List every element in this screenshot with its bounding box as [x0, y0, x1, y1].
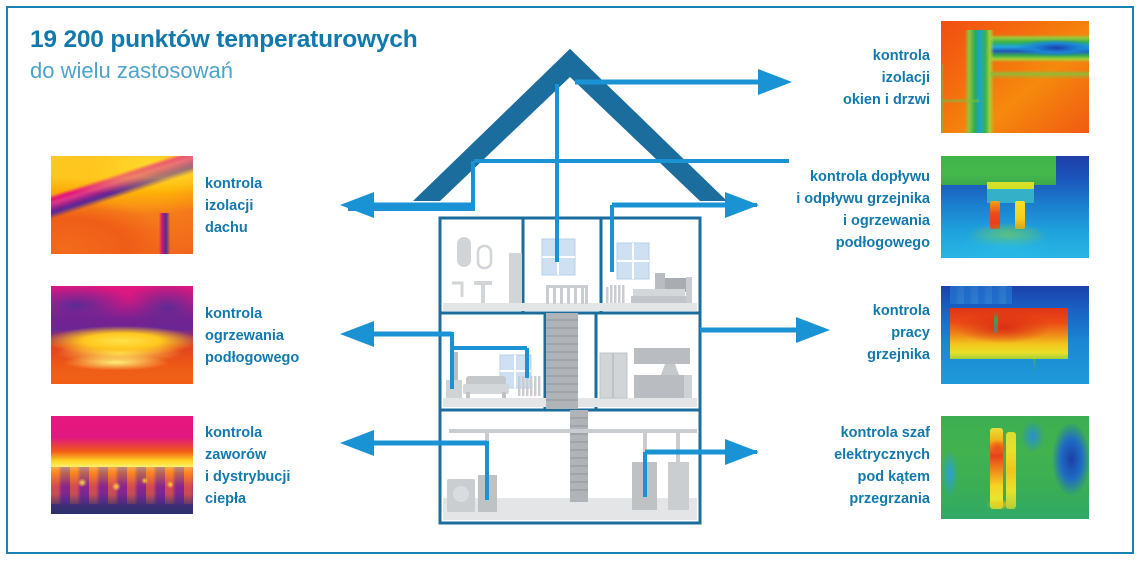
callout-line: elektrycznych: [834, 447, 930, 464]
roof-shape: [413, 49, 727, 201]
page-title: 19 200 punktów temperaturowych do wielu …: [30, 26, 550, 86]
callout-line: i ogrzewania: [842, 213, 930, 230]
callout-radiator-flow: kontrola dopływu i odpływu grzejnika i o…: [735, 166, 930, 254]
callout-line: izolacji: [205, 198, 254, 215]
callout-line: zaworów: [205, 447, 267, 464]
arrow-roof-insulation: [340, 192, 473, 218]
callout-line: kontrola: [205, 425, 263, 441]
callout-underfloor-heating: kontrola ogrzewania podłogowego: [205, 303, 345, 369]
arrow-valves: [340, 430, 487, 456]
callout-line: grzejnika: [867, 347, 930, 364]
callout-line: pod kątem: [857, 469, 930, 486]
arrow-radiator-operation: [700, 317, 830, 343]
valves-thermal-image: [51, 416, 193, 514]
electrical-cabinet-thermal-image: [941, 416, 1089, 519]
callout-line: pracy: [891, 325, 930, 342]
arrow-window-door: [575, 69, 792, 95]
callout-line: kontrola szaf: [840, 425, 930, 441]
arrows: [340, 69, 830, 465]
window-door-thermal-image: [941, 21, 1089, 133]
callout-line: ciepła: [205, 491, 247, 508]
callout-line: izolacji: [881, 70, 930, 87]
callout-window-door-insulation: kontrola izolacji okien i drzwi: [795, 45, 930, 111]
callout-line: kontrola: [205, 176, 263, 192]
callout-line: kontrola: [872, 48, 930, 64]
callout-electrical-cabinets: kontrola szaf elektrycznych pod kątem pr…: [775, 422, 930, 510]
callout-line: kontrola: [872, 303, 930, 319]
title-main-text: 19 200 punktów temperaturowych: [30, 26, 418, 53]
callout-line: i dystrybucji: [205, 469, 291, 486]
arrow-electrical-cabinet: [645, 439, 759, 465]
arrow-radiator-flow: [612, 192, 759, 218]
callout-roof-insulation: kontrola izolacji dachu: [205, 173, 335, 239]
radiator-flow-thermal-image: [941, 156, 1089, 258]
callout-line: kontrola dopływu: [809, 169, 930, 185]
callout-line: kontrola: [205, 306, 263, 322]
callout-line: okien i drzwi: [842, 92, 930, 109]
radiator-operation-thermal-image: [941, 286, 1089, 384]
title-subtitle-text: do wielu zastosowań: [30, 57, 234, 83]
callout-line: ogrzewania: [205, 328, 284, 345]
callout-line: przegrzania: [849, 491, 930, 508]
callout-line: podłogowego: [835, 235, 930, 252]
callout-line: dachu: [205, 220, 248, 237]
page-border: [6, 6, 1134, 554]
callout-line: i odpływu grzejnika: [796, 191, 930, 208]
roof-insulation-thermal-image: [51, 156, 193, 254]
callout-radiator-operation: kontrola pracy grzejnika: [800, 300, 930, 366]
callout-line: podłogowego: [205, 350, 300, 367]
attic-room-contents: [452, 237, 692, 304]
underfloor-heating-thermal-image: [51, 286, 193, 384]
callout-valves-heat-distribution: kontrola zaworów i dystrybucji ciepła: [205, 422, 350, 510]
arrow-underfloor-heating: [340, 321, 452, 347]
